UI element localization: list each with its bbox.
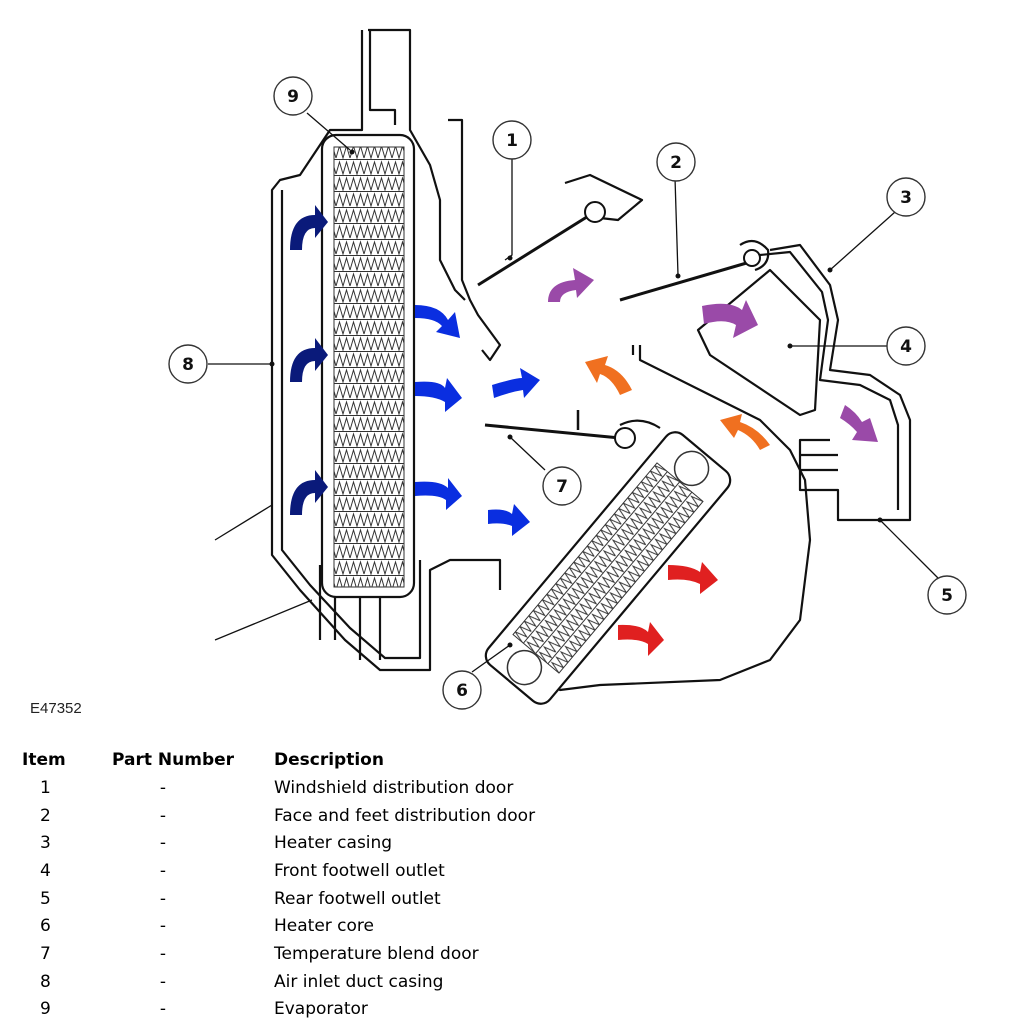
item-number: 9 bbox=[40, 999, 51, 1020]
table-row: 2 - Face and feet distribution door bbox=[14, 802, 535, 830]
svg-text:5: 5 bbox=[941, 586, 953, 606]
mixed-air-arrow bbox=[702, 300, 758, 338]
svg-text:8: 8 bbox=[182, 355, 194, 375]
item-number: 4 bbox=[40, 860, 51, 881]
hvac-airflow-diagram: 1 2 3 4 5 6 7 8 9 bbox=[168, 28, 967, 710]
callout-9: 9 bbox=[273, 76, 313, 116]
description: Temperature blend door bbox=[274, 943, 479, 964]
airflow-arrows bbox=[290, 205, 878, 656]
svg-text:9: 9 bbox=[287, 87, 299, 107]
column-header-description: Description bbox=[274, 750, 384, 770]
item-number: 8 bbox=[40, 971, 51, 992]
description: Heater core bbox=[274, 916, 374, 937]
description: Air inlet duct casing bbox=[274, 971, 444, 992]
description: Front footwell outlet bbox=[274, 860, 445, 881]
item-number: 1 bbox=[40, 777, 51, 798]
parts-table: Item Part Number Description 1 - Windshi… bbox=[14, 746, 535, 1023]
svg-text:3: 3 bbox=[900, 188, 912, 208]
item-number: 7 bbox=[40, 943, 51, 964]
cold-air-arrow bbox=[415, 305, 460, 338]
part-number: - bbox=[159, 888, 167, 909]
table-row: 8 - Air inlet duct casing bbox=[14, 968, 535, 996]
column-header-item: Item bbox=[22, 750, 66, 770]
figure-reference: E47352 bbox=[30, 700, 82, 717]
callout-2: 2 bbox=[656, 142, 696, 182]
hot-air-arrow bbox=[668, 562, 718, 594]
part-number: - bbox=[159, 971, 167, 992]
svg-text:7: 7 bbox=[556, 477, 568, 497]
svg-text:4: 4 bbox=[900, 337, 912, 357]
callout-5: 5 bbox=[927, 575, 967, 615]
description: Windshield distribution door bbox=[274, 777, 514, 798]
cold-air-arrow bbox=[415, 378, 462, 412]
table-row: 9 - Evaporator bbox=[14, 996, 535, 1024]
item-number: 6 bbox=[40, 916, 51, 937]
description: Heater casing bbox=[274, 833, 393, 854]
heater-casing bbox=[519, 243, 912, 692]
mixed-air-arrow bbox=[840, 405, 878, 442]
inlet-air-arrow bbox=[290, 338, 328, 382]
item-number: 5 bbox=[40, 888, 51, 909]
heater-core bbox=[484, 431, 732, 705]
item-number: 3 bbox=[40, 833, 51, 854]
table-row: 6 - Heater core bbox=[14, 912, 535, 940]
svg-text:1: 1 bbox=[506, 131, 518, 151]
cold-air-arrow bbox=[492, 368, 540, 398]
table-row: 7 - Temperature blend door bbox=[14, 940, 535, 968]
svg-text:6: 6 bbox=[456, 681, 468, 701]
description: Rear footwell outlet bbox=[274, 888, 441, 909]
part-number: - bbox=[159, 805, 167, 826]
part-number: - bbox=[159, 833, 167, 854]
hot-air-arrow bbox=[618, 622, 664, 656]
evaporator bbox=[320, 133, 416, 599]
part-number: - bbox=[159, 999, 167, 1020]
cold-air-arrow bbox=[415, 478, 462, 510]
table-row: 1 - Windshield distribution door bbox=[14, 774, 535, 802]
description: Face and feet distribution door bbox=[274, 805, 536, 826]
part-number: - bbox=[159, 860, 167, 881]
callout-3: 3 bbox=[886, 177, 926, 217]
part-number: - bbox=[159, 943, 167, 964]
table-row: 4 - Front footwell outlet bbox=[14, 857, 535, 885]
part-number: - bbox=[159, 777, 167, 798]
face-feet-distribution-door bbox=[619, 239, 770, 302]
mixed-air-arrow bbox=[548, 268, 594, 302]
temperature-blend-door bbox=[484, 410, 661, 449]
svg-text:2: 2 bbox=[670, 153, 682, 173]
air-inlet-duct-casing bbox=[214, 28, 502, 672]
inlet-air-arrow bbox=[290, 205, 328, 250]
cold-air-arrow bbox=[488, 504, 530, 536]
callout-4: 4 bbox=[886, 326, 926, 366]
callout-leaders bbox=[208, 112, 939, 673]
callout-8: 8 bbox=[168, 344, 208, 384]
item-number: 2 bbox=[40, 805, 51, 826]
table-header-row: Item Part Number Description bbox=[14, 746, 535, 774]
part-number: - bbox=[159, 916, 167, 937]
table-row: 3 - Heater casing bbox=[14, 829, 535, 857]
windshield-distribution-door bbox=[448, 118, 644, 362]
inlet-air-arrow bbox=[290, 470, 328, 515]
callout-6: 6 bbox=[442, 670, 482, 710]
warm-air-arrow bbox=[585, 356, 632, 395]
callout-7: 7 bbox=[542, 466, 582, 506]
warm-air-arrow bbox=[720, 414, 770, 450]
table-row: 5 - Rear footwell outlet bbox=[14, 885, 535, 913]
callout-1: 1 bbox=[492, 120, 532, 160]
description: Evaporator bbox=[274, 999, 368, 1020]
column-header-part-number: Part Number bbox=[112, 750, 235, 770]
